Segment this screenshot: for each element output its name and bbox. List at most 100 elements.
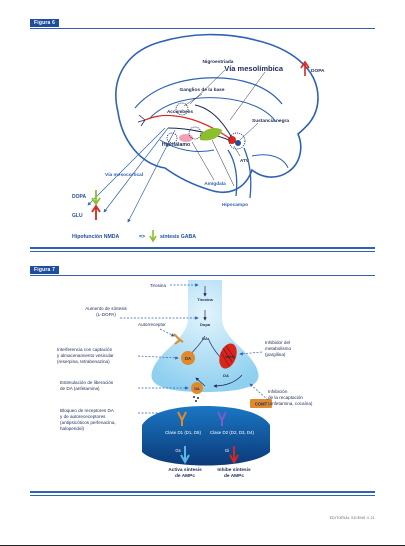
glu-up-arrow-icon xyxy=(91,204,101,220)
cerebellum-line xyxy=(251,154,289,169)
label-estimulacion-2: de DA (anfetamina) xyxy=(60,386,100,391)
figure-6-bottom-rule-thin xyxy=(30,251,375,252)
mao-stripes xyxy=(220,345,236,367)
label-bloqueo-2: y de autorececeptores xyxy=(60,414,106,419)
leader-line xyxy=(211,139,235,187)
label-estimulacion-1: Estimulación de liberación xyxy=(60,380,114,385)
label-sustancia-negra: Sustancia negra xyxy=(252,118,289,124)
dopa-down-arrow-icon xyxy=(91,190,101,206)
label-nigroestriada: Nigroestriada xyxy=(203,59,234,65)
brain-fold xyxy=(159,139,215,153)
reuptake-arrow xyxy=(213,374,243,388)
label-glu: GLU xyxy=(72,213,83,219)
leader-line xyxy=(239,122,259,141)
label-hipofuncion: Hipofunción NMDA xyxy=(72,234,120,240)
autoreceptor-icon xyxy=(173,333,184,345)
figure-6-label: Figura 6 xyxy=(30,19,60,27)
label-tirosina: Tirosina xyxy=(150,283,167,288)
label-sintesis-gaba: síntesis GABA xyxy=(160,234,196,240)
substantia-nigra-region xyxy=(235,140,241,146)
label-via-mesocortical: Vía mesocortical xyxy=(105,172,143,178)
vta-marker xyxy=(228,132,246,150)
figure-7-label: Figura 7 xyxy=(30,266,60,274)
accumbens-marker xyxy=(188,126,202,140)
label-accumbens: Accumbens xyxy=(167,109,193,114)
label-da-lower: DA xyxy=(223,373,229,378)
label-inhibe-1: Inhibe síntesis xyxy=(217,467,251,473)
label-inhibicion-1: Inhibición xyxy=(268,389,288,394)
brain-diagram xyxy=(87,33,319,223)
dopa-up-arrow-icon xyxy=(300,60,310,76)
da-molecule xyxy=(193,396,195,398)
label-hipotalamo: Hipotálamo xyxy=(162,142,190,148)
hippocampus-region xyxy=(200,127,222,141)
d1-receptor-icon xyxy=(177,411,187,426)
label-dopa: Dopa xyxy=(200,322,211,327)
da-vesicle xyxy=(181,351,195,365)
mesocortical-arrow xyxy=(127,129,176,223)
gi-down-arrow-icon xyxy=(229,446,239,465)
nigrostriatal-pathway xyxy=(194,104,233,139)
hypothalamus-marker xyxy=(166,132,178,144)
brain-outline xyxy=(115,33,319,194)
brain-fold xyxy=(134,77,283,109)
leader-line xyxy=(191,141,215,181)
label-interferencia-2: y almacenamiento vesicular xyxy=(57,353,114,358)
label-interferencia-3: (reserpina, tetrabenazina) xyxy=(57,359,110,364)
postsynaptic-membrane xyxy=(142,406,270,466)
label-inhibidor-3: (pargilina) xyxy=(265,352,286,357)
basal-ganglia-marker xyxy=(175,102,189,116)
label-da-upper: DA xyxy=(202,336,208,341)
label-inhibicion-3: (anfetamina, cocaína) xyxy=(268,401,313,406)
label-bloqueo-1: Bloqueo de receptores DA xyxy=(60,408,115,413)
d2-receptor-icon xyxy=(217,411,227,426)
comt-box xyxy=(250,399,272,408)
inhibicion-arrow xyxy=(249,383,269,401)
da-molecule xyxy=(197,397,199,399)
synapse-diagram xyxy=(142,280,272,466)
label-clase-d2: Clase D2 (D2, D3, D4) xyxy=(210,430,254,435)
fiber-branch xyxy=(137,114,146,127)
label-aumento-2: (L-DOPA) xyxy=(96,312,116,317)
label-bloqueo-4: haloperidol) xyxy=(60,426,84,431)
da-molecule xyxy=(195,400,197,402)
annotation-arrows xyxy=(120,283,269,415)
label-da-release: DA xyxy=(194,387,200,391)
mesocortical-arrow xyxy=(87,127,166,206)
label-comt: COMT xyxy=(255,402,268,407)
label-amigdala: Amígdala xyxy=(204,181,226,187)
release-vesicle xyxy=(191,382,203,394)
label-clase-d1: Clase D1 (D1, D5) xyxy=(165,430,201,435)
interferencia-arrow xyxy=(137,355,179,360)
label-inhibidor-2: metabolismo xyxy=(265,346,291,351)
label-bloqueo-3: (antipsicóticos perfenacina, xyxy=(60,420,116,425)
label-atv: ATV xyxy=(240,158,250,163)
page-footer: EDITORIAL SCIENS // 21 xyxy=(329,516,375,520)
label-aumento-1: Aumento de síntesis xyxy=(85,306,127,311)
mesocortical-arrow xyxy=(103,127,169,213)
brainstem xyxy=(227,147,252,199)
gaba-down-arrow-icon xyxy=(149,230,157,243)
label-mao: MAO xyxy=(225,354,234,359)
figure-7-top-rule xyxy=(30,275,375,276)
inhibidor-arrow xyxy=(239,351,263,356)
label-tirosina-inner: Tirosina xyxy=(197,297,213,302)
label-inhibidor-1: Inhibidor del xyxy=(265,340,290,345)
label-dopa-left: DOPA xyxy=(72,194,86,200)
brain-fold xyxy=(149,97,277,123)
label-da-vesicle: DA xyxy=(185,356,191,361)
label-hipocampo: Hipocampo xyxy=(222,202,248,208)
label-autorreceptor: Autorreceptor xyxy=(138,322,166,327)
gs-down-arrow-icon xyxy=(180,446,190,465)
label-ganglios: Ganglios de la base xyxy=(179,87,224,93)
leader-line xyxy=(183,93,203,107)
autorreceptor-arrow xyxy=(159,328,175,337)
label-dopa-top: DOPA xyxy=(311,68,325,74)
figure-7-bottom-rule-thin xyxy=(30,495,375,496)
da-release-arrow xyxy=(195,377,206,387)
label-interferencia-1: Interferencia con captación xyxy=(57,347,113,352)
label-arrow-symbol: => xyxy=(139,234,145,240)
figure-6-top-rule xyxy=(30,28,375,29)
figure-7-bottom-rule xyxy=(30,491,375,493)
